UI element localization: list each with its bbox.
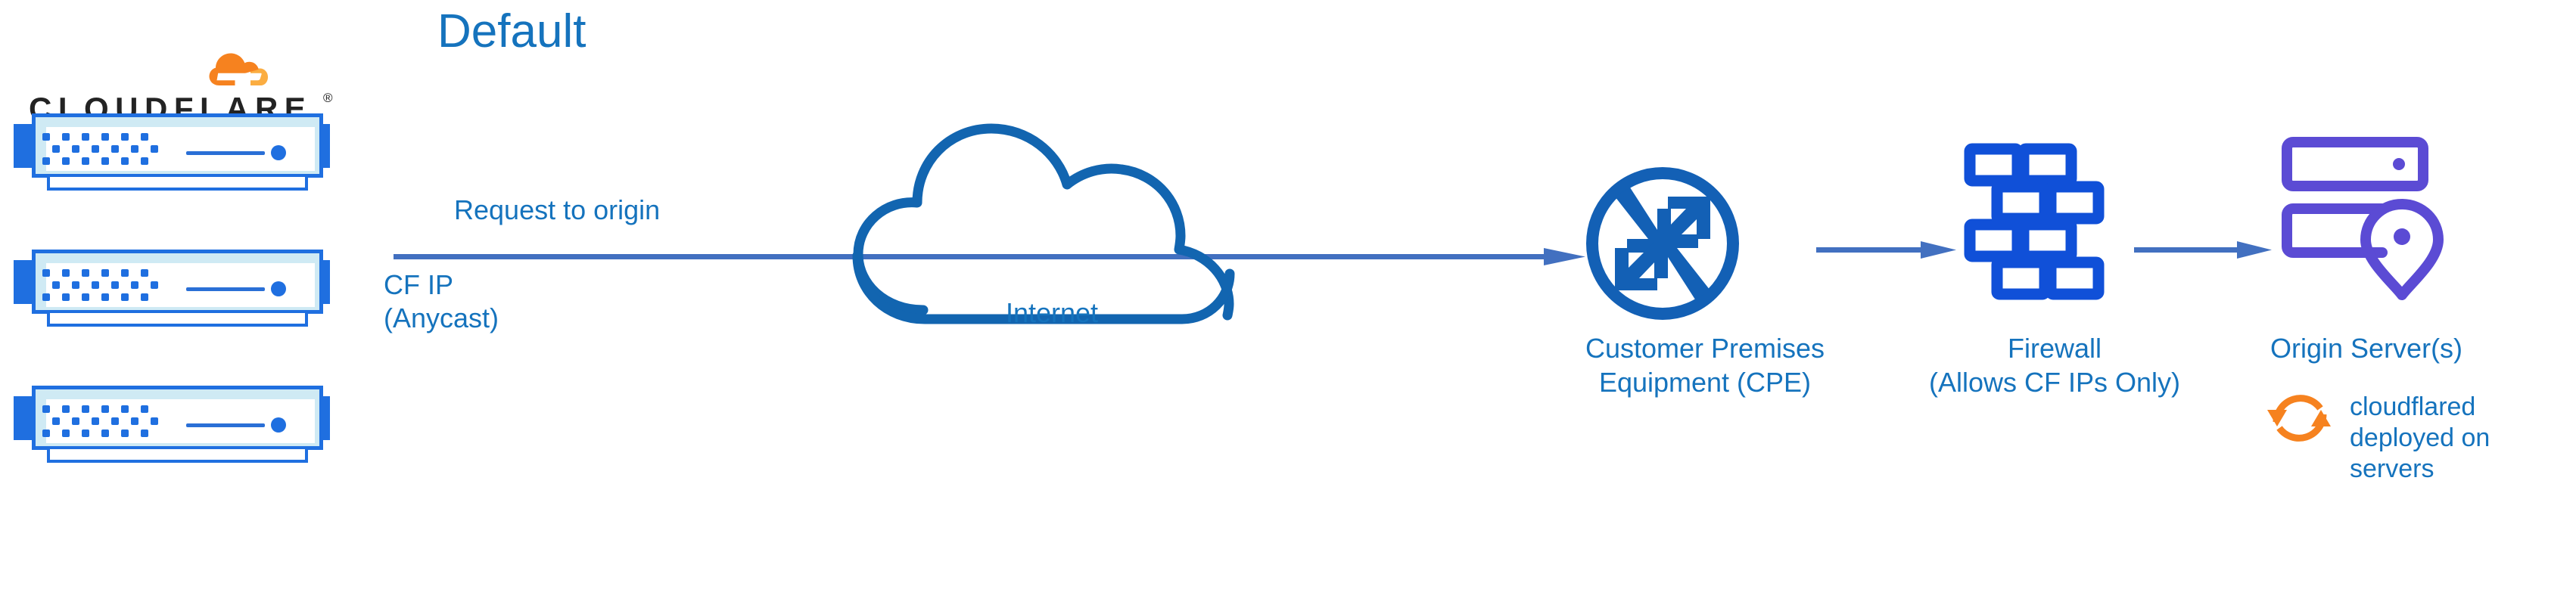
node-label-origin-server: Origin Server(s) (2270, 333, 2463, 364)
registered-trademark-icon: ® (323, 91, 333, 105)
server-rack-icon (11, 113, 330, 195)
page-title: Default (437, 5, 586, 57)
node-label-firewall: Firewall (Allows CF IPs Only) (1928, 333, 2181, 398)
cloud-outline-icon (852, 123, 1235, 324)
server-faceplate (46, 127, 315, 171)
arrow-cpe-to-firewall (1816, 241, 1956, 259)
server-base (47, 313, 308, 327)
arrow-firewall-to-origin (2134, 241, 2272, 259)
server-status-line (186, 151, 265, 155)
server-base (47, 449, 308, 463)
server-led-icon (271, 417, 286, 433)
server-led-icon (271, 281, 286, 296)
cloudflare-logo: CLOUDFLARE ® (29, 44, 339, 126)
server-led-icon (271, 145, 286, 160)
server-vents-icon (42, 405, 158, 437)
server-vents-icon (42, 269, 158, 301)
edge-label-request-to-origin: Request to origin (454, 194, 661, 225)
server-faceplate (46, 263, 315, 307)
annotation-cloudflared: cloudflared deployed on servers (2350, 392, 2490, 483)
server-location-pin-icon (2282, 137, 2444, 300)
router-circle-arrows-icon (1586, 167, 1739, 320)
cloudflare-cloud-icon (188, 44, 275, 95)
server-vents-icon (42, 133, 158, 165)
brick-wall-icon (1964, 143, 2105, 300)
server-status-line (186, 287, 265, 291)
server-chassis (32, 386, 323, 450)
server-status-line (186, 423, 265, 427)
sync-arrows-icon (2267, 395, 2331, 442)
edge-label-cf-ip: CF IP (Anycast) (384, 269, 499, 333)
server-faceplate (46, 399, 315, 443)
server-rack-icon (11, 386, 330, 467)
server-base (47, 177, 308, 191)
server-chassis (32, 250, 323, 314)
cloud-label: Internet (1005, 297, 1099, 328)
arrow-edge-to-cpe (394, 248, 1585, 265)
node-label-cpe: Customer Premises Equipment (CPE) (1585, 333, 1825, 398)
server-rack-icon (11, 250, 330, 331)
